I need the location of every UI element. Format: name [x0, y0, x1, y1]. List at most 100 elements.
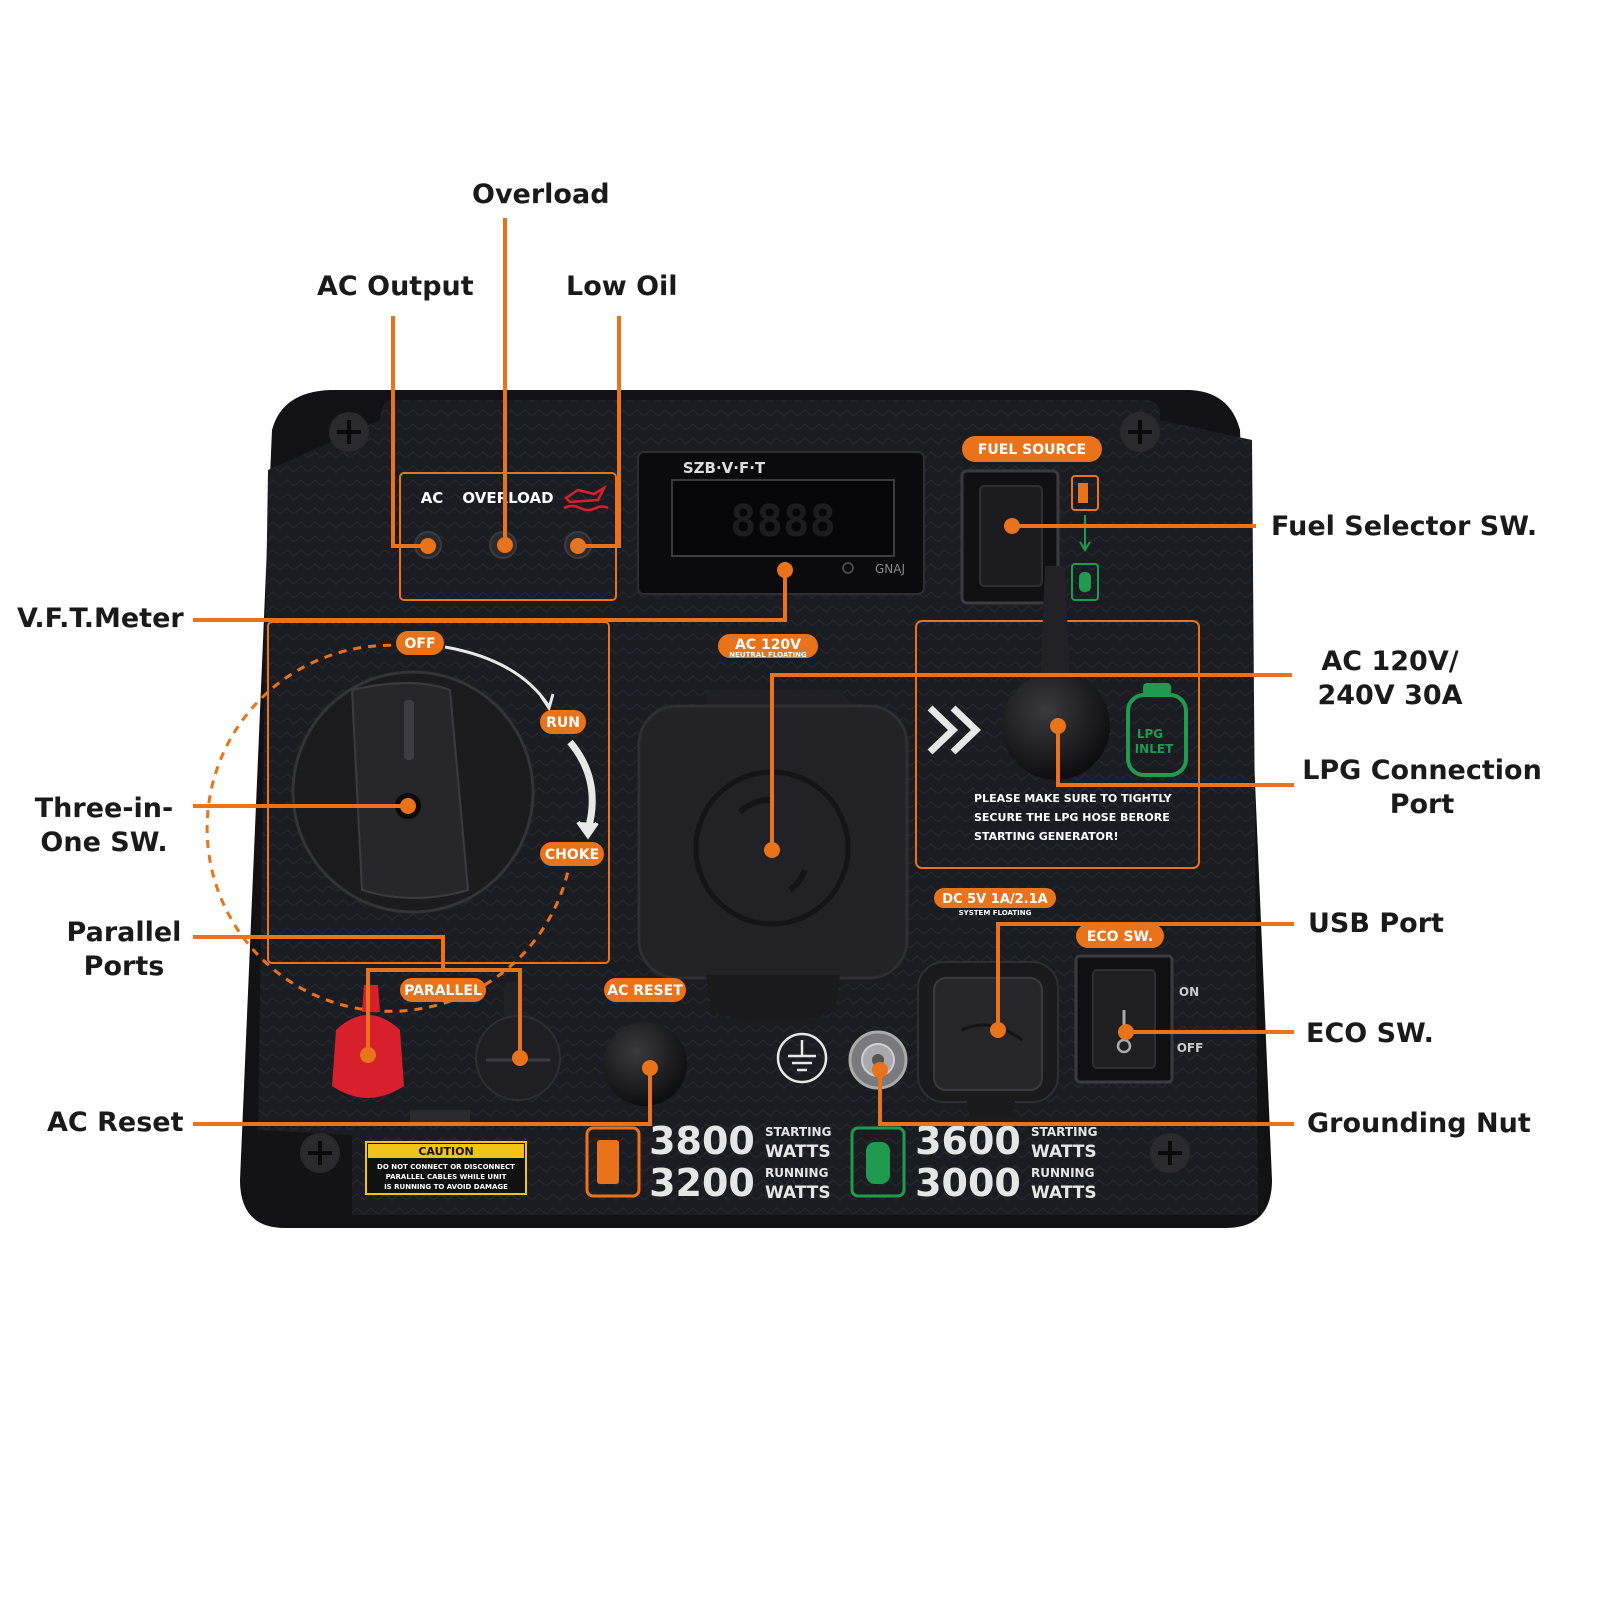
caution-label: CAUTION DO NOT CONNECT OR DISCONNECT PAR… — [365, 1141, 527, 1195]
dial-off-badge — [396, 631, 444, 655]
fuel-source-selector[interactable]: FUEL SOURCE — [960, 436, 1102, 605]
lpg-starting-watts: 3600 — [915, 1119, 1021, 1163]
caution-line: IS RUNNING TO AVOID DAMAGE — [384, 1183, 508, 1191]
usb-port-section: DC 5V 1A/2.1A SYSTEM FLOATING — [917, 888, 1059, 1118]
eco-on-label: ON — [1179, 985, 1199, 999]
eco-switch-section: ECO SW. ON OFF — [1074, 924, 1204, 1084]
fuel-selector-rocker[interactable] — [979, 485, 1043, 587]
lpg-tank-icon — [1126, 683, 1188, 777]
callout-ac-output: AC Output — [317, 271, 474, 302]
eco-switch-label: ECO SW. — [1087, 929, 1153, 945]
lpg-warning-line: PLEASE MAKE SURE TO TIGHTLY — [974, 792, 1173, 805]
callout-ac-reset: AC Reset — [47, 1107, 184, 1138]
lpg-tank-small-icon — [1071, 563, 1099, 601]
callout-three-in-one: Three-in- One SW. — [16, 792, 192, 860]
watts-label: WATTS — [765, 1183, 831, 1203]
leader-parallel — [193, 935, 522, 1058]
meter-sensor-icon — [842, 562, 854, 574]
callout-parallel-line2: Ports — [83, 951, 165, 982]
watts-label: WATTS — [765, 1142, 831, 1162]
meter-corner-label: GNAJ — [875, 562, 905, 576]
double-chevron-icon — [927, 705, 982, 755]
starting-label: STARTING — [765, 1125, 831, 1139]
callout-ac-outlet-line1: AC 120V/ — [1321, 646, 1459, 677]
meter-brand-label: SZB·V·F·T — [683, 459, 766, 477]
dial-run-badge — [540, 710, 586, 734]
callout-parallel: Parallel Ports — [56, 916, 192, 984]
callout-overload: Overload — [472, 179, 610, 210]
caution-line: PARALLEL CABLES WHILE UNIT — [386, 1173, 507, 1181]
meter-display: 8888 — [730, 496, 836, 547]
leader-ac-output — [391, 316, 428, 548]
ac-reset-label: AC RESET — [607, 983, 683, 999]
eco-off-label: OFF — [1177, 1041, 1204, 1055]
system-floating-label: SYSTEM FLOATING — [959, 909, 1032, 917]
ac-reset[interactable]: AC RESET — [603, 978, 687, 1106]
dial-choke-label: CHOKE — [545, 847, 599, 863]
corner-screw — [1120, 412, 1160, 452]
usb-port-cover[interactable] — [933, 977, 1043, 1091]
vft-meter: SZB·V·F·T 8888 GNAJ — [637, 451, 925, 595]
neutral-floating-label: NEUTRAL FLOATING — [729, 651, 807, 659]
callout-grounding-nut: Grounding Nut — [1307, 1108, 1531, 1139]
callout-usb-port: USB Port — [1308, 908, 1444, 939]
ac-outlet-label: AC 120V NEUTRAL FLOATING — [718, 634, 818, 659]
corner-screw — [329, 412, 369, 452]
starting-label: STARTING — [1031, 1125, 1097, 1139]
lpg-inlet-label-2: INLET — [1135, 742, 1174, 756]
lpg-running-watts: 3000 — [915, 1161, 1021, 1205]
lpg-cap-strap — [1040, 566, 1070, 690]
callout-three-in-one-line1: Three-in- — [34, 793, 174, 824]
callout-low-oil: Low Oil — [566, 271, 678, 302]
leader-dots — [360, 518, 1134, 1078]
low-oil-icon — [563, 484, 609, 512]
running-label: RUNNING — [765, 1166, 828, 1180]
dial-run-label: RUN — [546, 715, 580, 731]
caution-title: CAUTION — [418, 1145, 473, 1158]
ac-indicator-label: AC — [421, 489, 444, 507]
lpg-ratings: 3600 3000 STARTING WATTS RUNNING WATTS — [850, 1119, 1097, 1205]
dc-label: DC 5V 1A/2.1A — [942, 892, 1047, 907]
indicator-panel: AC OVERLOAD — [399, 472, 617, 601]
callout-vft-meter: V.F.T.Meter — [17, 603, 184, 634]
three-in-one-switch[interactable]: OFF RUN CHOKE — [205, 621, 610, 1013]
callout-parallel-line1: Parallel — [66, 917, 182, 948]
gas-starting-watts: 3800 — [649, 1119, 755, 1163]
ac-120v-label: AC 120V — [735, 637, 801, 653]
callout-ac-outlet: AC 120V/ 240V 30A — [1300, 645, 1480, 713]
ground-icon — [776, 1032, 828, 1084]
callout-lpg-port: LPG Connection Port — [1302, 754, 1542, 822]
watts-label: WATTS — [1031, 1183, 1097, 1203]
parallel-connector-icon — [410, 1110, 470, 1122]
callout-fuel-selector: Fuel Selector SW. — [1271, 511, 1538, 542]
callout-three-in-one-line2: One SW. — [40, 827, 168, 858]
leader-lines — [193, 218, 1294, 1126]
overload-indicator-label: OVERLOAD — [462, 489, 553, 507]
running-label: RUNNING — [1031, 1166, 1094, 1180]
gasoline-icon — [1071, 475, 1099, 511]
callout-eco: ECO SW. — [1306, 1018, 1434, 1049]
lpg-inlet-label-1: LPG — [1137, 727, 1163, 741]
leader-ac-outlet — [770, 673, 1292, 850]
callout-ac-outlet-line2: 240V 30A — [1317, 680, 1463, 711]
leader-usb-port — [996, 922, 1294, 1030]
gasoline-ratings: 3800 3200 STARTING WATTS RUNNING WATTS — [585, 1119, 831, 1205]
lpg-warning-line: SECURE THE LPG HOSE BERORE — [974, 811, 1170, 824]
lpg-bottle-icon — [850, 1126, 906, 1198]
leader-ac-reset — [193, 1068, 652, 1126]
usb-icon — [961, 1023, 1023, 1042]
parallel-label: PARALLEL — [404, 983, 482, 999]
fuel-source-label: FUEL SOURCE — [978, 442, 1086, 458]
corner-screw — [300, 1133, 340, 1173]
callout-lpg-port-line1: LPG Connection — [1302, 755, 1542, 786]
lpg-warning-line: STARTING GENERATOR! — [974, 830, 1118, 843]
watts-label: WATTS — [1031, 1142, 1097, 1162]
dial-off-label: OFF — [404, 636, 435, 652]
gas-running-watts: 3200 — [649, 1161, 755, 1205]
leader-low-oil — [578, 316, 621, 548]
leader-grounding-nut — [878, 1070, 1294, 1126]
corner-screw — [1150, 1133, 1190, 1173]
leader-lpg-port — [1056, 726, 1294, 787]
caution-line: DO NOT CONNECT OR DISCONNECT — [377, 1163, 515, 1171]
